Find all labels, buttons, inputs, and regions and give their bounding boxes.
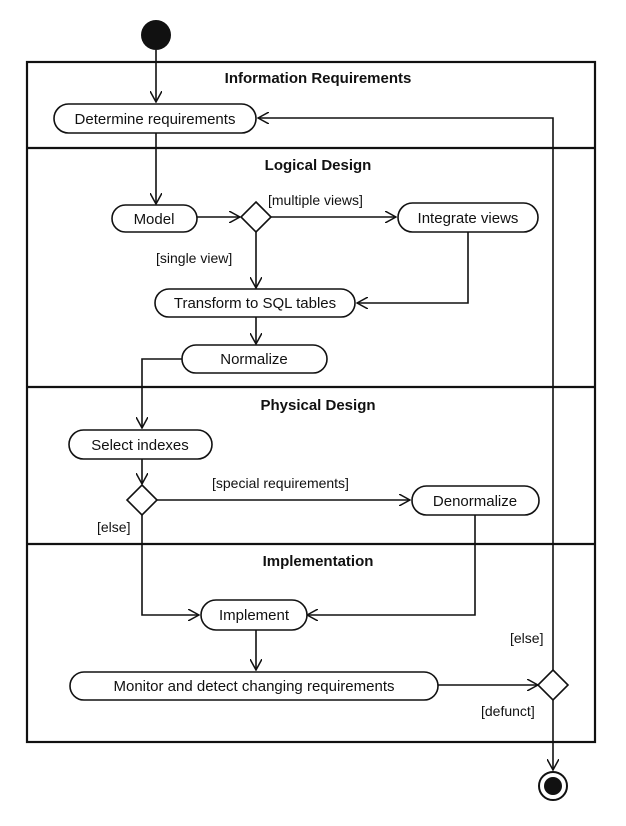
lane-title-logical-design: Logical Design: [265, 157, 372, 174]
flow-decision-else-to-implement: [141, 515, 199, 615]
decision-node-requirements: [125, 483, 159, 517]
lane-title-implementation: Implementation: [263, 553, 374, 570]
activity-select-indexes: Select indexes: [68, 429, 213, 460]
decision-node-defunct: [536, 668, 570, 702]
flow-denormalize-to-implement: [307, 515, 476, 615]
activity-label: Select indexes: [91, 437, 189, 454]
activity-model: Model: [111, 204, 198, 233]
activity-label: Implement: [219, 607, 290, 624]
guard-single-view: [single view]: [156, 250, 232, 266]
guard-special-requirements: [special requirements]: [212, 475, 349, 491]
lane-title-physical-design: Physical Design: [260, 397, 375, 414]
activity-label: Transform to SQL tables: [174, 295, 336, 312]
guard-else-physical: [else]: [97, 519, 130, 535]
activity-label: Normalize: [220, 351, 288, 368]
activity-monitor-and-detect: Monitor and detect changing requirements: [69, 671, 439, 701]
connectors: [142, 50, 553, 770]
decision-node-views: [239, 200, 273, 234]
activity-implement: Implement: [200, 599, 308, 631]
activity-determine-requirements: Determine requirements: [53, 103, 257, 134]
flow-decision-else-to-determine: [258, 118, 554, 671]
activity-label: Determine requirements: [75, 111, 236, 128]
end-node: [538, 771, 568, 801]
activity-label: Integrate views: [418, 210, 519, 227]
guard-else-monitor: [else]: [510, 630, 543, 646]
activity-label: Model: [134, 211, 175, 228]
activity-label: Monitor and detect changing requirements: [113, 678, 394, 695]
lane-title-information-requirements: Information Requirements: [225, 70, 412, 87]
guard-multiple-views: [multiple views]: [268, 192, 363, 208]
swimlane-frame: [25, 60, 597, 744]
start-node: [141, 20, 171, 50]
flow-normalize-to-select-indexes: [142, 358, 182, 428]
flow-integrate-to-transform: [357, 231, 469, 303]
activity-transform-to-sql-tables: Transform to SQL tables: [154, 288, 356, 318]
guard-defunct: [defunct]: [481, 703, 535, 719]
activity-label: Denormalize: [433, 493, 517, 510]
activity-integrate-views: Integrate views: [397, 202, 539, 233]
activity-denormalize: Denormalize: [411, 485, 540, 516]
activity-normalize: Normalize: [181, 344, 328, 374]
